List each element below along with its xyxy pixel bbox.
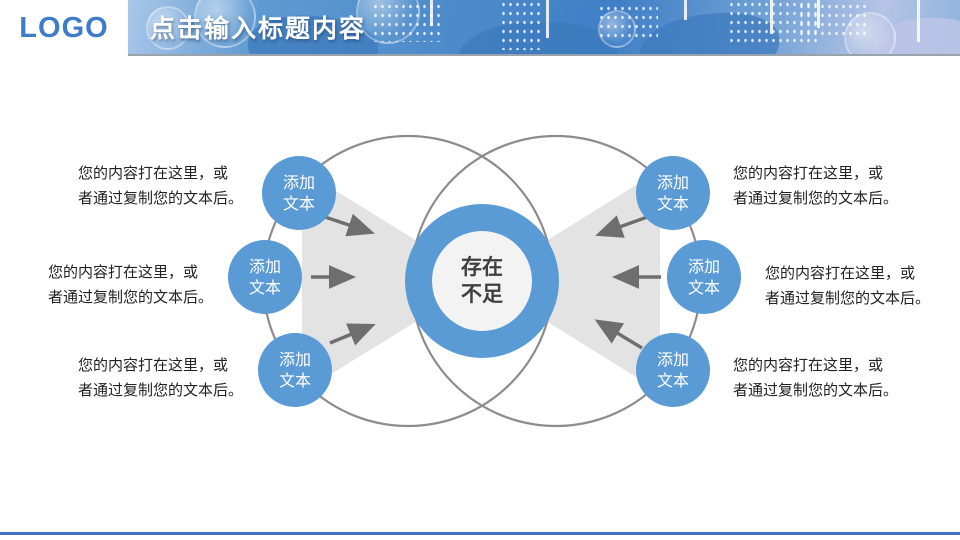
caption-line: 者通过复制您的文本后。: [733, 189, 899, 207]
banner-decoration-windows: [500, 0, 544, 50]
node-label: 添加: [656, 350, 689, 369]
center-circle-inner: 存在 不足: [432, 231, 532, 331]
logo-text: LOGO: [19, 11, 109, 44]
node-label: 文本: [656, 194, 689, 213]
caption-line: 您的内容打在这里，或: [765, 264, 916, 282]
arrow-left-top: [321, 213, 375, 237]
center-label: 存在: [461, 255, 503, 279]
arrow-left-bottom: [329, 323, 376, 346]
banner-decoration-bar: [430, 0, 433, 26]
footer-accent-line: [0, 532, 960, 535]
node-left-middle: 添加 文本: [228, 240, 302, 314]
node-left-bottom: 添加 文本: [258, 333, 332, 407]
banner-decoration-bubble: [146, 6, 190, 50]
arrow-right-top: [595, 214, 651, 238]
caption-line: 者通过复制您的文本后。: [78, 189, 244, 207]
slide-title: 点击输入标题内容: [150, 14, 367, 43]
banner-decoration-bar: [546, 0, 549, 38]
caption-line: 者通过复制您的文本后。: [733, 381, 899, 399]
center-circle: 存在 不足: [405, 204, 559, 358]
arrow-right-bottom: [594, 319, 643, 350]
caption-line: 者通过复制您的文本后。: [78, 381, 244, 399]
title-banner: 点击输入标题内容: [128, 0, 960, 56]
caption-line: 者通过复制您的文本后。: [48, 288, 214, 306]
caption-left-bottom: 您的内容打在这里，或 者通过复制您的文本后。: [78, 353, 243, 403]
banner-decoration-bubble: [194, 0, 256, 48]
node-label: 文本: [282, 194, 315, 213]
node-left-top: 添加 文本: [262, 156, 336, 230]
caption-line: 您的内容打在这里，或: [733, 356, 884, 374]
node-label: 文本: [656, 371, 689, 390]
caption-line: 您的内容打在这里，或: [78, 164, 229, 182]
caption-left-middle: 您的内容打在这里，或 者通过复制您的文本后。: [48, 260, 213, 310]
banner-decoration-windows: [598, 4, 658, 38]
caption-left-top: 您的内容打在这里，或 者通过复制您的文本后。: [78, 161, 243, 211]
caption-right-top: 您的内容打在这里，或 者通过复制您的文本后。: [733, 161, 898, 211]
caption-right-middle: 您的内容打在这里，或 者通过复制您的文本后。: [765, 261, 930, 311]
node-right-bottom: 添加 文本: [636, 333, 710, 407]
node-label: 文本: [278, 371, 311, 390]
banner-decoration-windows: [798, 2, 868, 40]
banner-decoration-bar: [684, 0, 687, 20]
banner-decoration-bar: [817, 0, 820, 28]
node-label: 文本: [687, 278, 720, 297]
banner-decoration-bar: [770, 0, 773, 34]
node-label: 文本: [248, 278, 281, 297]
caption-line: 您的内容打在这里，或: [78, 356, 229, 374]
node-label: 添加: [687, 257, 720, 276]
node-right-top: 添加 文本: [636, 156, 710, 230]
caption-right-bottom: 您的内容打在这里，或 者通过复制您的文本后。: [733, 353, 898, 403]
logo-area: LOGO: [0, 0, 128, 56]
caption-line: 您的内容打在这里，或: [733, 164, 884, 182]
node-label: 添加: [248, 257, 281, 276]
node-label: 添加: [278, 350, 311, 369]
node-right-middle: 添加 文本: [667, 240, 741, 314]
node-label: 添加: [656, 173, 689, 192]
caption-line: 者通过复制您的文本后。: [765, 289, 931, 307]
node-label: 添加: [282, 173, 315, 192]
banner-decoration-bar: [917, 0, 920, 42]
caption-line: 您的内容打在这里，或: [48, 263, 199, 281]
center-label: 不足: [461, 282, 503, 306]
